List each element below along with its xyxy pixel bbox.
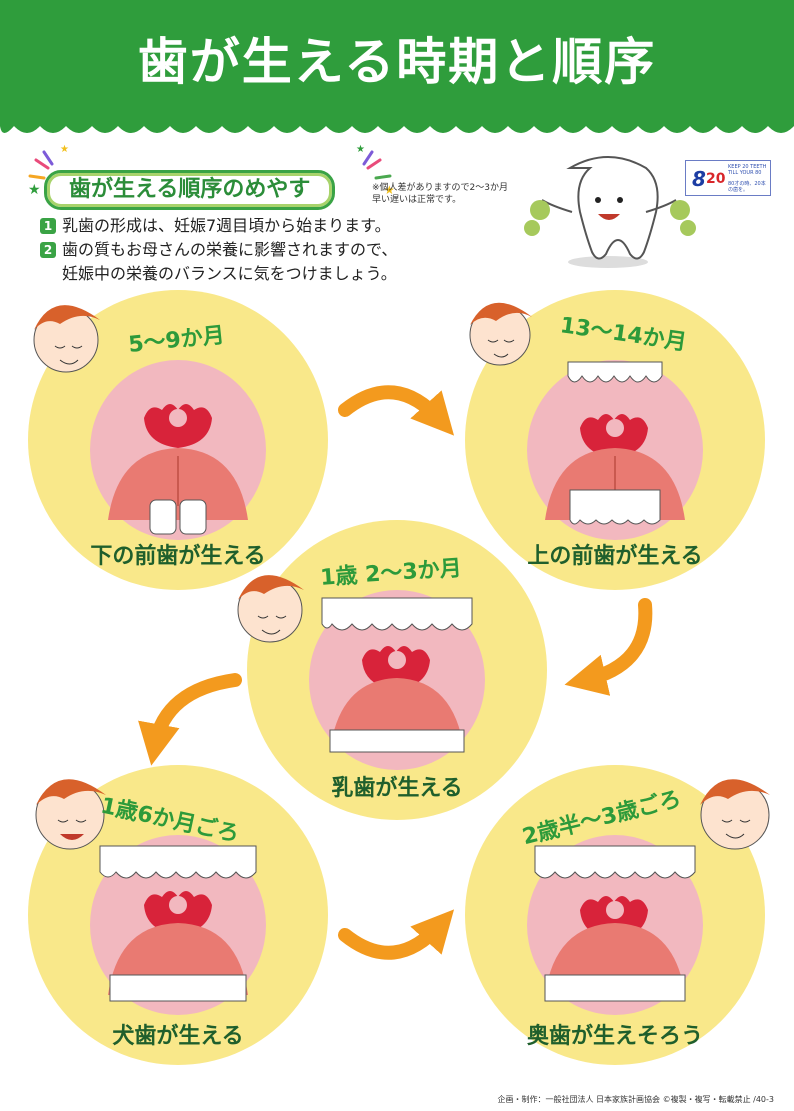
child-face-icon [237,575,304,643]
logo-text: 20 [706,171,726,187]
stage-3-circle [247,520,547,820]
point-text: 妊娠中の栄養のバランスに気をつけましょう。 [62,264,397,283]
stage-2-label: 上の前歯が生える [527,544,703,569]
logo-text: 80才の時、20本の歯を。 [728,181,766,193]
stage-3-label: 乳歯が生える [331,776,463,801]
page-title: 歯が生える時期と順序 [137,33,657,91]
logo-text: KEEP 20 TEETH TILL YOUR 80 [728,164,767,176]
point-text: 歯の質もお母さんの栄養に影響されますので、 [62,240,398,259]
stage-4-label: 犬歯が生える [112,1024,244,1049]
logo-text: 8 [692,167,706,191]
arrow-icon [138,673,242,766]
note-line: 早い遅いは正常です。 [372,195,462,205]
child-face-icon [469,302,532,366]
note-text: ※個人差がありますので2〜3か月 早い遅いは正常です。 [372,182,542,206]
stage-2-circle [465,290,765,590]
arrow-icon [338,385,455,436]
8020-logo: KEEP 20 TEETH TILL YOUR 80 8 20 80才の時、20… [685,160,771,196]
points-list: 1 乳歯の形成は、妊娠7週目頃から始まります。 2 歯の質もお母さんの栄養に影響… [40,214,397,286]
note-line: ※個人差がありますので2〜3か月 [372,183,508,193]
footer-credit: 企画・制作：一般社団法人 日本家族計画協会 ©複製・複写・転載禁止 /40-3 [497,1095,774,1104]
header-banner [0,0,794,133]
stage-1-circle [28,290,328,590]
stage-1-label: 下の前歯が生える [90,544,266,569]
arrow-icon [338,909,455,960]
point-number: 1 [40,218,56,234]
point-item: 2 歯の質もお母さんの栄養に影響されますので、 妊娠中の栄養のバランスに気をつけ… [40,238,397,286]
subtitle-badge: 歯が生える順序のめやす [44,170,336,210]
child-face-icon [700,779,770,850]
child-face-icon [35,779,106,850]
point-text: 乳歯の形成は、妊娠7週目頃から始まります。 [62,216,391,235]
stage-5-label: 奥歯が生えそろう [526,1024,703,1049]
stage-4-circle [28,765,328,1065]
child-face-icon [33,305,100,373]
point-number: 2 [40,242,56,258]
point-item: 1 乳歯の形成は、妊娠7週目頃から始まります。 [40,214,397,238]
arrow-icon [564,598,653,696]
stage-5-circle [465,765,765,1065]
